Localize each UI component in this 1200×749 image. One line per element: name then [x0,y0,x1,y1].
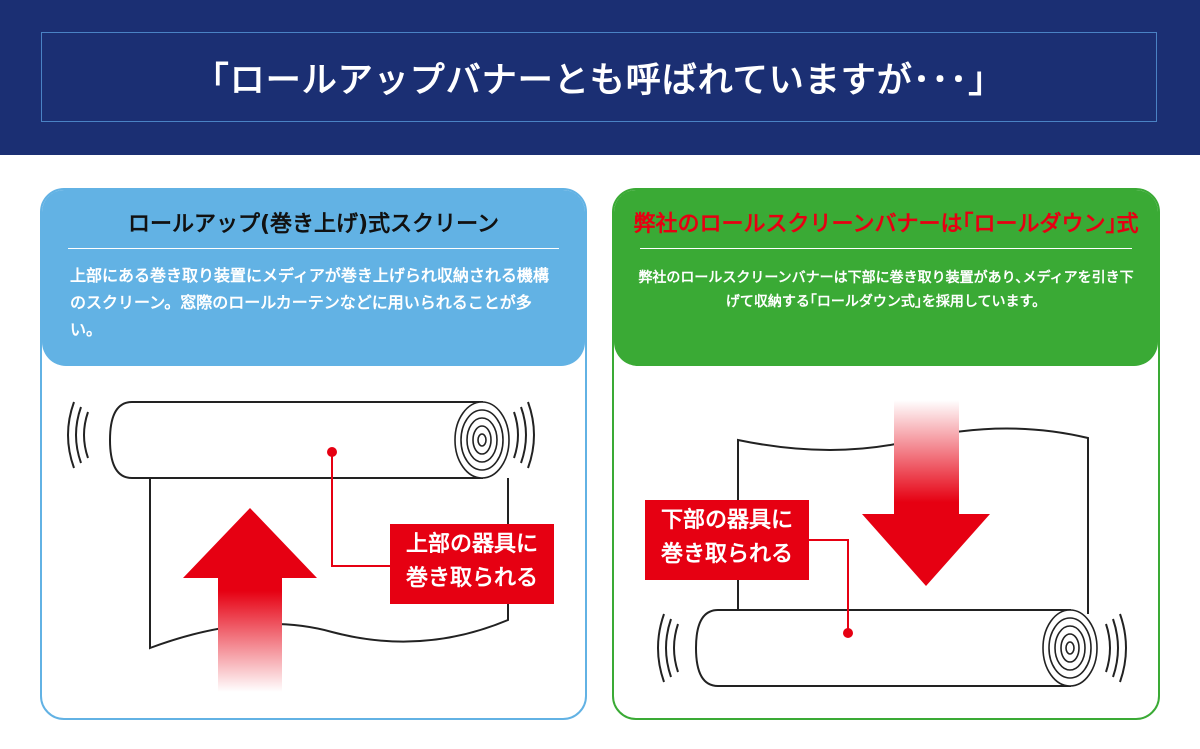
roll-down-panel-title: 弊社のロールスクリーンバナーは｢ロールダウン｣式 [633,212,1139,237]
roll-down-panel-header: 弊社のロールスクリーンバナーは｢ロールダウン｣式 弊社のロールスクリーンバナーは… [614,190,1158,366]
vibration-left-icon [67,401,89,469]
callout-pointer [327,447,392,567]
roll-up-description: 上部にある巻き取り装置にメディアが巻き上げられ収納される機構のスクリーン。窓際の… [70,266,549,339]
roll-down-panel: 弊社のロールスクリーンバナーは｢ロールダウン｣式 弊社のロールスクリーンバナーは… [612,188,1160,720]
roll-down-callout: 下部の器具に 巻き取られる [645,500,809,580]
vibration-right-icon [1105,613,1127,683]
callout-pointer [804,539,853,638]
roll-tube [108,401,483,479]
down-arrow-icon [862,400,990,586]
roll-up-callout: 上部の器具に 巻き取られる [390,524,554,604]
callout-line: 巻き取られる [405,566,538,591]
roll-end-icon [454,401,510,479]
roll-end-icon [1042,609,1098,687]
header-frame: 「ロールアップバナーとも呼ばれていますが･･･」 [41,32,1157,122]
roll-down-diagram [657,400,1127,687]
vibration-left-icon [657,613,679,683]
callout-line: 下部の器具に [660,508,793,533]
divider [640,248,1132,249]
header-banner: 「ロールアップバナーとも呼ばれていますが･･･」 [0,0,1200,155]
callout-line: 上部の器具に [405,532,538,557]
roll-up-panel-header: ロールアップ(巻き上げ)式スクリーン 上部にある巻き取り装置にメディアが巻き上げ… [42,190,585,366]
up-arrow-icon [183,508,317,692]
roll-up-diagram [67,401,535,692]
callout-line: 巻き取られる [660,542,793,567]
roll-down-description: 弊社のロールスクリーンバナーは下部に巻き取り装置があり､メディアを引き下げて収納… [638,270,1134,310]
roll-up-panel: ロールアップ(巻き上げ)式スクリーン 上部にある巻き取り装置にメディアが巻き上げ… [40,188,587,720]
vibration-right-icon [513,401,535,469]
roll-up-panel-title: ロールアップ(巻き上げ)式スクリーン [127,212,499,237]
page-title: 「ロールアップバナーとも呼ばれていますが･･･」 [193,60,1005,101]
roll-tube [694,609,1071,687]
divider [68,248,559,249]
